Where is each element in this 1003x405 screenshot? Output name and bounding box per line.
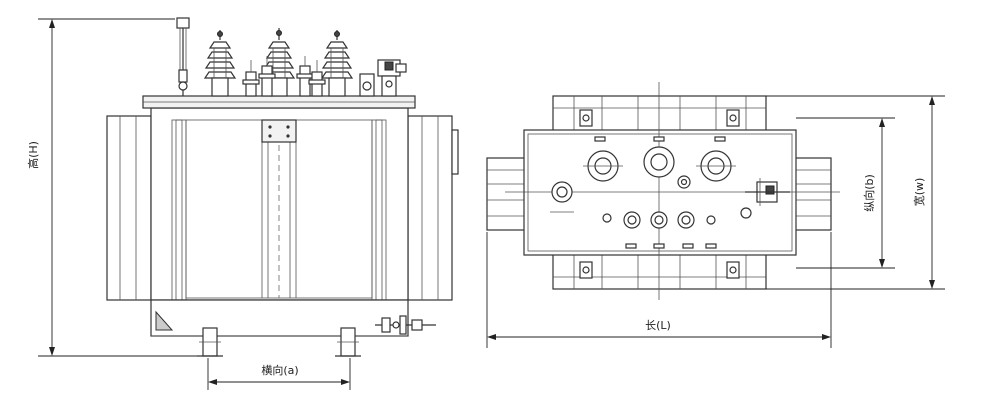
width-label: 宽(w) bbox=[912, 178, 926, 207]
hv-bushing-1 bbox=[203, 30, 237, 97]
left-radiator bbox=[106, 115, 152, 301]
longitudinal-dimension: 纵向(b) bbox=[796, 117, 895, 269]
center-plate bbox=[261, 119, 297, 143]
height-dimension: 高(H) bbox=[26, 18, 205, 357]
oil-gauge-icon bbox=[359, 73, 375, 97]
hv-bushing-top-1 bbox=[583, 150, 623, 182]
length-dimension: 长(L) bbox=[486, 232, 832, 348]
gauge-top-icon bbox=[745, 178, 790, 206]
transverse-label: 横向(a) bbox=[261, 363, 298, 377]
hv-bushing-top-3 bbox=[696, 150, 736, 182]
oil-valve-icon bbox=[375, 315, 436, 335]
top-view: 长(L) 纵向(b) 宽(w) bbox=[486, 82, 945, 348]
lv-bushings-top bbox=[602, 207, 752, 229]
right-foot bbox=[335, 327, 361, 357]
hv-bushing-2 bbox=[262, 28, 296, 97]
longitudinal-label: 纵向(b) bbox=[862, 174, 876, 212]
right-side-radiator bbox=[794, 157, 832, 231]
drain-valve-icon bbox=[155, 310, 174, 331]
left-foot bbox=[197, 327, 223, 357]
hv-bushing-3 bbox=[320, 30, 354, 97]
transverse-dimension: 横向(a) bbox=[207, 358, 351, 390]
breather-pipe bbox=[176, 17, 190, 96]
right-radiator bbox=[407, 115, 453, 301]
hv-bushing-top-2 bbox=[643, 146, 675, 178]
tank-base bbox=[150, 299, 409, 337]
width-dimension: 宽(w) bbox=[766, 95, 945, 290]
left-side-radiator bbox=[486, 157, 528, 231]
length-label: 长(L) bbox=[645, 319, 671, 332]
lifting-lugs bbox=[579, 109, 740, 279]
oil-filler-icon bbox=[550, 181, 574, 213]
side-nameplate bbox=[451, 129, 459, 175]
front-view: 高(H) bbox=[26, 17, 459, 390]
height-label: 高(H) bbox=[26, 141, 40, 169]
thermometer-icon bbox=[377, 59, 407, 97]
lv-bushings bbox=[242, 56, 326, 97]
